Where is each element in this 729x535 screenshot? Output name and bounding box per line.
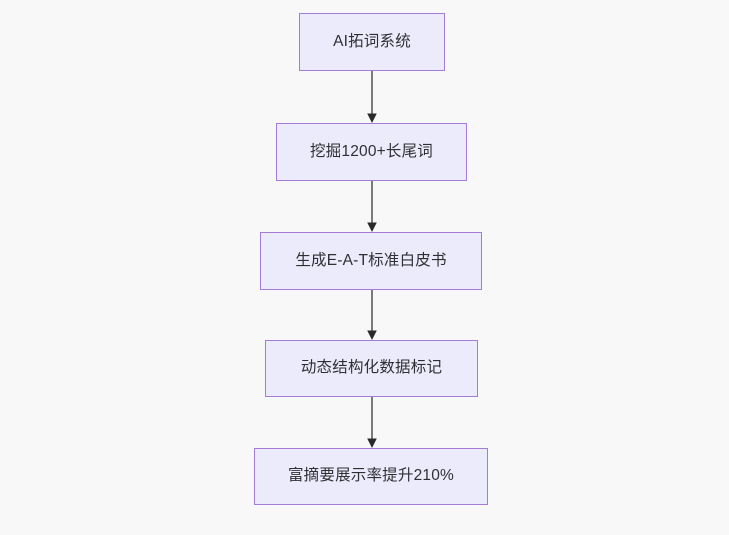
- flow-connector-arrow: [367, 71, 377, 123]
- flow-node-label: 动态结构化数据标记: [300, 359, 443, 377]
- flow-connector-arrow: [367, 181, 377, 232]
- flow-node-label: 富摘要展示率提升210%: [287, 467, 455, 485]
- flow-node-dynamic-structured-data-markup[interactable]: 动态结构化数据标记: [265, 340, 478, 397]
- flow-node-mine-longtail-keywords[interactable]: 挖掘1200+长尾词: [276, 123, 467, 181]
- flow-node-rich-snippet-rate-increase[interactable]: 富摘要展示率提升210%: [254, 448, 488, 505]
- flow-node-label: 生成E-A-T标准白皮书: [295, 251, 447, 269]
- flow-node-generate-eat-whitepaper[interactable]: 生成E-A-T标准白皮书: [260, 232, 482, 290]
- flow-connector-arrow: [367, 290, 377, 340]
- flow-node-label: 挖掘1200+长尾词: [309, 142, 434, 160]
- flow-node-ai-keyword-system[interactable]: AI拓词系统: [299, 13, 445, 71]
- flow-connector-arrow: [367, 397, 377, 448]
- flow-node-label: AI拓词系统: [333, 32, 411, 50]
